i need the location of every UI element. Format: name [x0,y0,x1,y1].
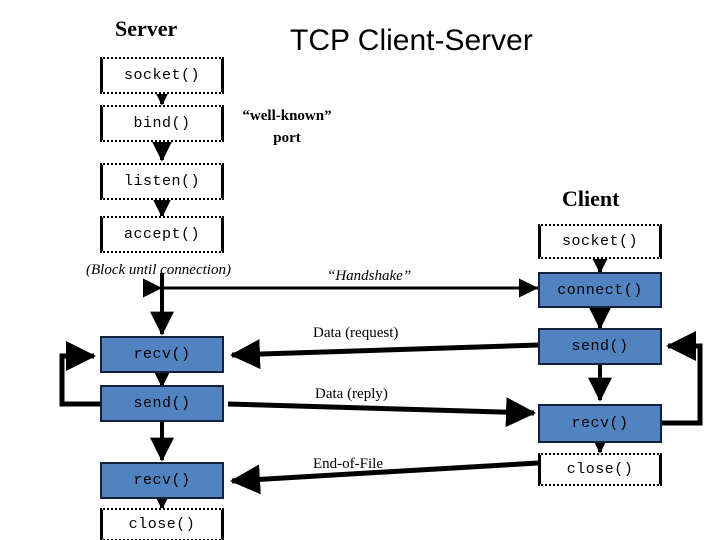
handshake-label: “Handshake” [327,268,412,284]
data-request-label: Data (request) [313,325,399,341]
well-known-line-2: port [273,129,301,146]
client-recv-node[interactable]: recv() [538,404,662,443]
server-recv-1-label: recv() [133,346,191,363]
server-bind-node[interactable]: bind() [100,105,224,142]
server-listen-label: listen() [123,173,200,190]
server-listen-node[interactable]: listen() [100,163,224,200]
client-socket-node[interactable]: socket() [538,224,662,259]
data-request-arrow [230,339,539,370]
block-until-connection-label: (Block until connection) [86,262,231,278]
client-recv-label: recv() [571,415,629,432]
client-column-heading: Client [562,186,620,211]
server-recv-1-node[interactable]: recv() [100,336,224,373]
page-title: TCP Client-Server [290,24,533,57]
server-close-node[interactable]: close() [100,508,224,540]
server-accept-label: accept() [123,226,200,243]
server-bind-label: bind() [133,115,191,132]
client-socket-label: socket() [561,233,638,250]
client-loop-arrow [662,331,703,426]
data-reply-arrow [227,397,536,428]
end-of-file-arrow [230,460,539,495]
end-of-file-label: End-of-File [313,456,383,472]
server-send-label: send() [133,395,191,412]
client-connect-node[interactable]: connect() [538,272,662,308]
server-loop-arrow [59,341,100,407]
server-close-label: close() [128,516,196,533]
client-send-node[interactable]: send() [538,328,662,365]
server-accept-node[interactable]: accept() [100,216,224,253]
server-socket-node[interactable]: socket() [100,57,224,94]
client-close-label: close() [566,461,634,478]
client-connect-label: connect() [557,281,643,299]
well-known-port-label: “well-known” port [232,106,342,150]
server-send-node[interactable]: send() [100,385,224,422]
client-close-node[interactable]: close() [538,453,662,486]
client-send-label: send() [571,338,629,355]
server-recv-2-label: recv() [133,472,191,489]
server-column-heading: Server [115,16,178,41]
server-socket-label: socket() [123,67,200,84]
well-known-line-1: “well-known” [242,108,332,124]
server-recv-2-node[interactable]: recv() [100,462,224,499]
data-reply-label: Data (reply) [315,386,388,402]
